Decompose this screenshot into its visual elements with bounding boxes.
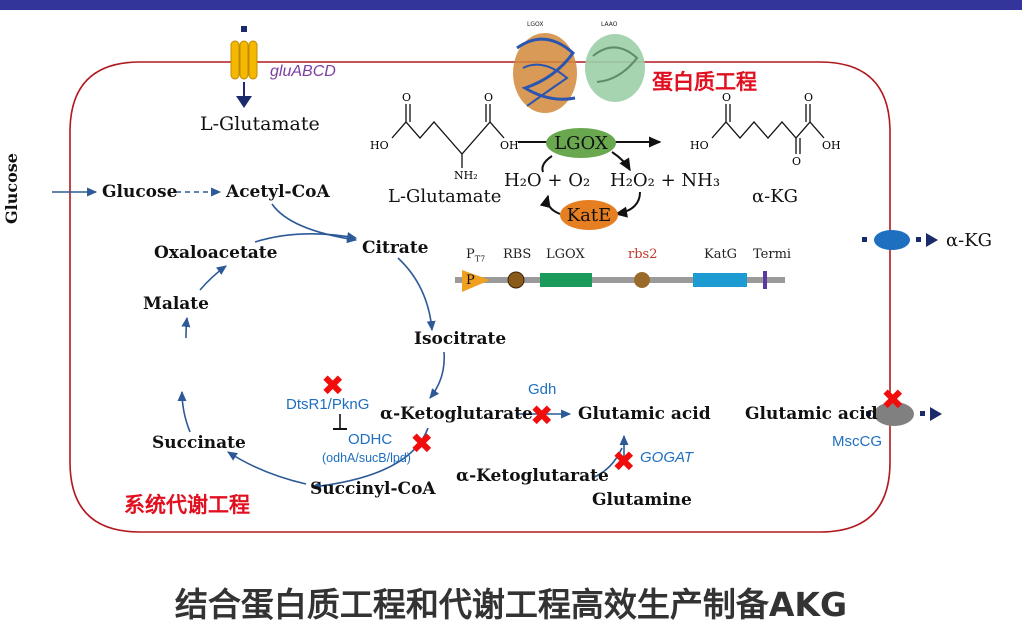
atom-o4: O [804, 91, 814, 104]
reaction-substrate: L-Glutamate [388, 186, 502, 207]
akg-label: α-Ketoglutarate [380, 404, 533, 424]
glutamate-export [866, 402, 942, 426]
atom-o5: O [792, 155, 802, 168]
atom-o2: O [484, 91, 494, 104]
succinate-label: Succinate [152, 433, 246, 453]
akg-export-label: α-KG [946, 230, 993, 251]
reaction-product: α-KG [752, 186, 799, 207]
atom-ho1: HO [370, 139, 389, 152]
glutamic-acid-label: Glutamic acid [578, 404, 711, 424]
promoter-label: PT7 [466, 248, 485, 264]
atom-oh2: OH [822, 139, 841, 152]
metabolic-engineering-title: 系统代谢工程 [124, 493, 250, 517]
rbs2-label: rbs2 [628, 247, 658, 262]
glutamine-label: Glutamine [592, 490, 692, 510]
akg-secondary-label: α-Ketoglutarate [456, 466, 609, 486]
succinyl-coa-label: Succinyl-CoA [310, 479, 436, 499]
top-bar [0, 0, 1022, 10]
h2o2-ammonia: H₂O₂ + NH₃ [610, 170, 721, 191]
katg-gene-label: KatG [704, 247, 738, 262]
acetyl-to-citrate [271, 203, 358, 244]
akg-structure [711, 104, 825, 154]
h2o-o2-arrow [541, 155, 553, 173]
citrate-label: Citrate [362, 238, 429, 258]
repression-symbol [333, 414, 347, 430]
atom-o1: O [402, 91, 412, 104]
odhc-label: ODHC [348, 431, 393, 448]
isocitrate-label: Isocitrate [414, 329, 507, 349]
malate-label: Malate [143, 294, 209, 314]
glutamic-acid-export-label: Glutamic acid [745, 404, 878, 424]
rbs-label: RBS [503, 247, 532, 262]
tca-cycle [177, 232, 446, 491]
protein-engineering-title: 蛋白质工程 [652, 70, 757, 94]
gluabcd-label: gluABCD [270, 63, 336, 80]
glucose-label: Glucose [102, 182, 178, 202]
page-footer-title: 结合蛋白质工程和代谢工程高效生产制备AKG [174, 585, 848, 624]
l-glutamate-structure [391, 104, 505, 168]
gogat-arrow [591, 447, 623, 479]
l-glutamate-label: L-Glutamate [200, 113, 320, 135]
gogat-label: GOGAT [640, 449, 694, 466]
dtsr-pkng-label: DtsR1/PknG [286, 396, 370, 413]
glucose-vertical-label: Glucose [2, 153, 21, 224]
red-x-icon: ✖ [612, 445, 636, 478]
odhc-genes-label: (odhA/sucB/lpd) [322, 451, 411, 465]
promoter-icon [462, 270, 490, 292]
glutamate-uptake [236, 26, 252, 108]
promoter-label-sub: T7 [474, 254, 486, 264]
atom-oh1: OH [500, 139, 519, 152]
gdh-label: Gdh [528, 381, 557, 398]
water-oxygen: H₂O + O₂ [504, 170, 591, 191]
mscg-label: MscCG [832, 433, 882, 450]
gene-construct [455, 270, 785, 292]
kate-to-water [539, 194, 561, 215]
lgox-gene-label: LGOX [546, 247, 585, 262]
channel-icon [230, 40, 258, 80]
akg-export [862, 230, 938, 250]
promoter-glyph: P [466, 273, 475, 288]
red-x-icon: ✖ [321, 369, 345, 402]
atom-o3: O [722, 91, 732, 104]
to-h2o2-arrow [611, 151, 631, 172]
red-x-icon: ✖ [530, 399, 554, 432]
red-x-icon: ✖ [881, 383, 905, 416]
lgox-enzyme-pill: LGOX [546, 128, 616, 158]
acetyl-coa-label: Acetyl-CoA [226, 182, 330, 202]
protein-structure-image: LGOX LAAO [505, 18, 655, 123]
oxaloacetate-label: Oxaloacetate [154, 243, 278, 263]
cell-membrane [69, 61, 891, 533]
atom-nh2: NH₂ [454, 169, 478, 182]
red-x-icon: ✖ [410, 427, 434, 460]
h2o2-to-kate [614, 191, 641, 218]
promoter-label-main: P [466, 247, 475, 262]
structure-label-left: LGOX [527, 21, 543, 28]
structure-label-right: LAAO [601, 21, 618, 28]
terminator-label: Termi [753, 247, 792, 262]
kate-enzyme-pill: KatE [560, 200, 618, 230]
atom-ho2: HO [690, 139, 709, 152]
